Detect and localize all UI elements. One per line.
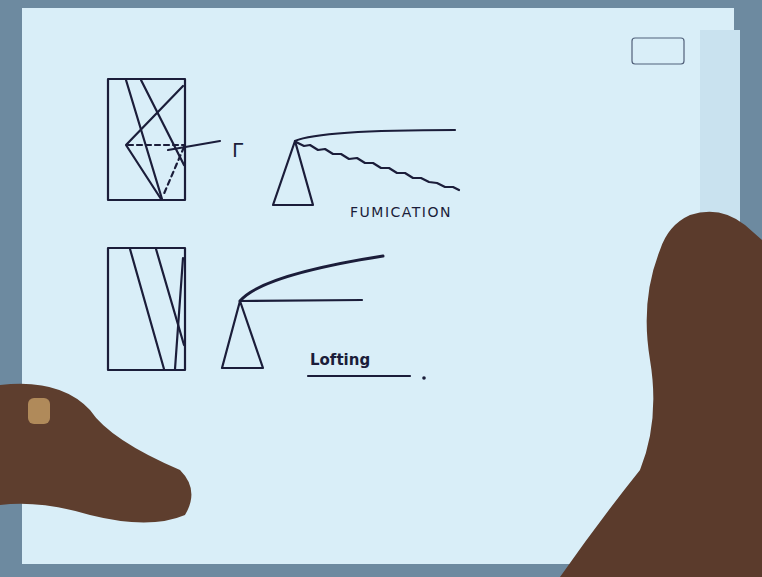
profile-box xyxy=(108,248,185,370)
hand xyxy=(0,384,191,523)
inversion-line xyxy=(163,147,184,196)
symbol-label: Γ xyxy=(232,140,243,160)
plume-type-label: Lofting xyxy=(310,353,370,368)
profile-box xyxy=(108,79,185,200)
plume-bottom xyxy=(241,300,362,301)
ring xyxy=(28,398,50,424)
underline xyxy=(308,375,410,377)
stamp xyxy=(632,38,684,64)
plume-bottom xyxy=(296,142,459,190)
stack xyxy=(222,301,263,368)
plume-type-label: FUMICATION xyxy=(350,205,452,219)
plume-top xyxy=(295,130,455,141)
inversion-line xyxy=(128,144,184,146)
leader-line xyxy=(168,141,220,150)
hand xyxy=(560,212,762,577)
stack xyxy=(273,141,313,205)
adiabat-line xyxy=(130,249,164,369)
temperature-profile xyxy=(175,258,183,369)
dot xyxy=(422,376,426,380)
plume-top xyxy=(240,256,383,301)
temperature-profile xyxy=(126,86,183,199)
